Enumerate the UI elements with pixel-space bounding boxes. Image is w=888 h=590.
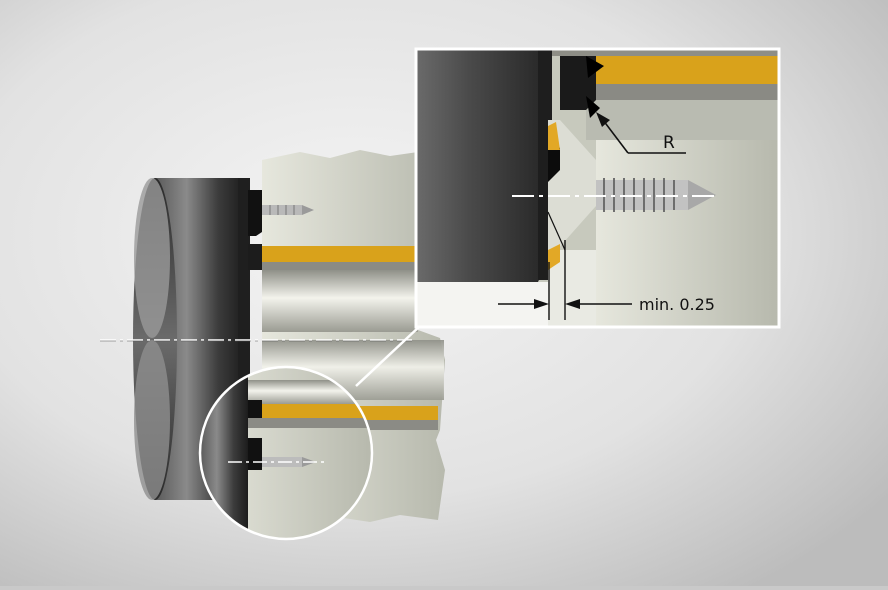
radius-leader xyxy=(602,119,629,154)
zoom-inset-frame xyxy=(414,47,781,329)
grey-band-upper xyxy=(262,262,418,270)
detail-circle xyxy=(198,365,374,541)
yellow-stripe-upper xyxy=(262,246,418,264)
shaft-upper xyxy=(262,270,418,332)
zoom-inset xyxy=(414,47,781,329)
seal-upper xyxy=(248,190,262,236)
radius-arrowhead xyxy=(596,112,610,127)
screw-upper xyxy=(262,205,314,215)
detail-connector xyxy=(355,325,421,387)
seal-zoom xyxy=(560,56,596,110)
seal-upper-2 xyxy=(248,244,262,270)
radius-label: R xyxy=(663,133,675,153)
min-gap-label: min. 0.25 xyxy=(639,295,715,314)
